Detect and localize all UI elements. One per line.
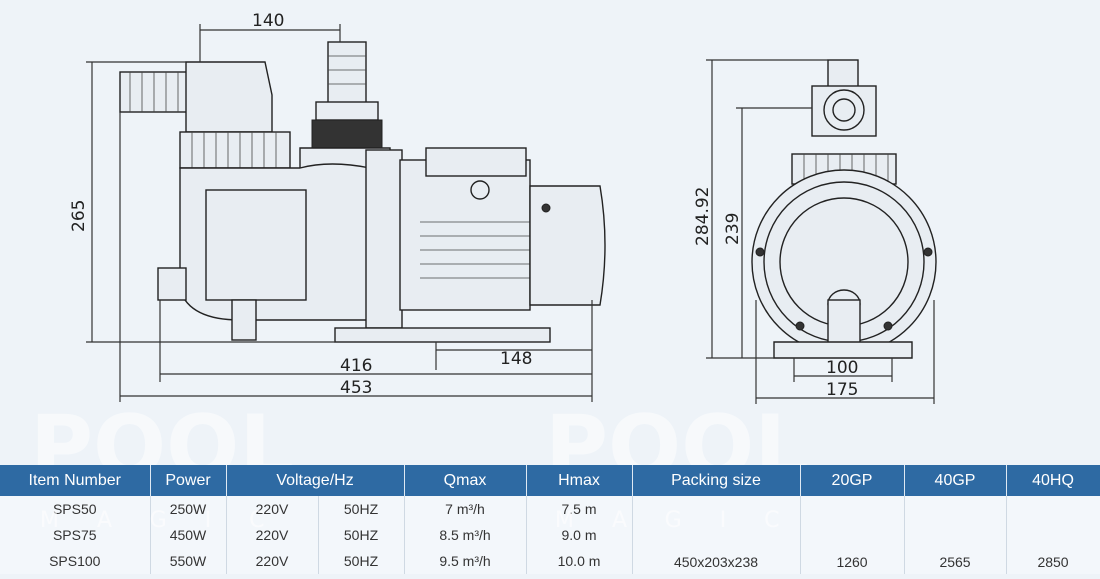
col-40hq: 40HQ: [1006, 465, 1100, 496]
dim-left-height: 265: [69, 200, 89, 232]
pump-side-view: [119, 41, 606, 343]
cell-item: SPS100: [0, 548, 151, 574]
dim-front-height-total: 284.92: [693, 187, 713, 246]
technical-drawing: 140 265 148 416 453: [30, 11, 937, 465]
dim-base-right: 148: [500, 349, 532, 369]
cell-voltage: 220V: [226, 496, 319, 522]
cell-qmax: 9.5 m³/h: [404, 548, 527, 574]
cell-voltage: 220V: [226, 548, 319, 574]
col-20gp: 20GP: [800, 465, 905, 496]
cell-power: 550W: [150, 548, 227, 574]
cell-packing-size: 450x203x238: [632, 496, 801, 574]
front-dimensions: 284.92 239 100 175: [693, 59, 935, 404]
cell-qmax: 8.5 m³/h: [404, 522, 527, 548]
watermark-word: POOL: [545, 397, 809, 465]
dim-total-length: 453: [340, 378, 372, 398]
cell-hmax: 10.0 m: [526, 548, 633, 574]
cell-20gp: 1260: [800, 496, 905, 574]
cell-hmax: 7.5 m: [526, 496, 633, 522]
cell-hmax: 9.0 m: [526, 522, 633, 548]
dim-top-width: 140: [252, 11, 284, 31]
cell-item: SPS75: [0, 522, 151, 548]
table-row: SPS75 450W 220V 50HZ 8.5 m³/h 9.0 m: [0, 522, 1100, 548]
col-qmax: Qmax: [404, 465, 527, 496]
dim-front-height-inner: 239: [723, 213, 743, 245]
table-row: SPS50 250W 220V 50HZ 7 m³/h 7.5 m 450x20…: [0, 496, 1100, 574]
col-40gp: 40GP: [904, 465, 1007, 496]
table-header-row: Item Number Power Voltage/Hz Qmax Hmax P…: [0, 465, 1100, 496]
cell-hz: 50HZ: [318, 548, 405, 574]
col-item-number: Item Number: [0, 465, 151, 496]
cell-power: 250W: [150, 496, 227, 522]
dim-front-base-inner: 100: [826, 358, 858, 378]
col-packing-size: Packing size: [632, 465, 801, 496]
col-power: Power: [150, 465, 227, 496]
col-voltage-hz: Voltage/Hz: [226, 465, 405, 496]
pump-front-view: [751, 59, 937, 359]
side-dimensions: 140 265 148 416 453: [69, 11, 593, 402]
dim-base-mid: 416: [340, 356, 372, 376]
cell-item: SPS50: [0, 496, 151, 522]
cell-voltage: 220V: [226, 522, 319, 548]
cell-hz: 50HZ: [318, 496, 405, 522]
cell-hz: 50HZ: [318, 522, 405, 548]
cell-qmax: 7 m³/h: [404, 496, 527, 522]
dim-front-base-total: 175: [826, 380, 858, 400]
cell-40hq: 2850: [1006, 496, 1100, 574]
spec-table: Item Number Power Voltage/Hz Qmax Hmax P…: [0, 465, 1100, 574]
col-hmax: Hmax: [526, 465, 633, 496]
cell-power: 450W: [150, 522, 227, 548]
table-row: SPS100 550W 220V 50HZ 9.5 m³/h 10.0 m: [0, 548, 1100, 574]
cell-40gp: 2565: [904, 496, 1007, 574]
watermark-word: POOL: [30, 397, 294, 465]
